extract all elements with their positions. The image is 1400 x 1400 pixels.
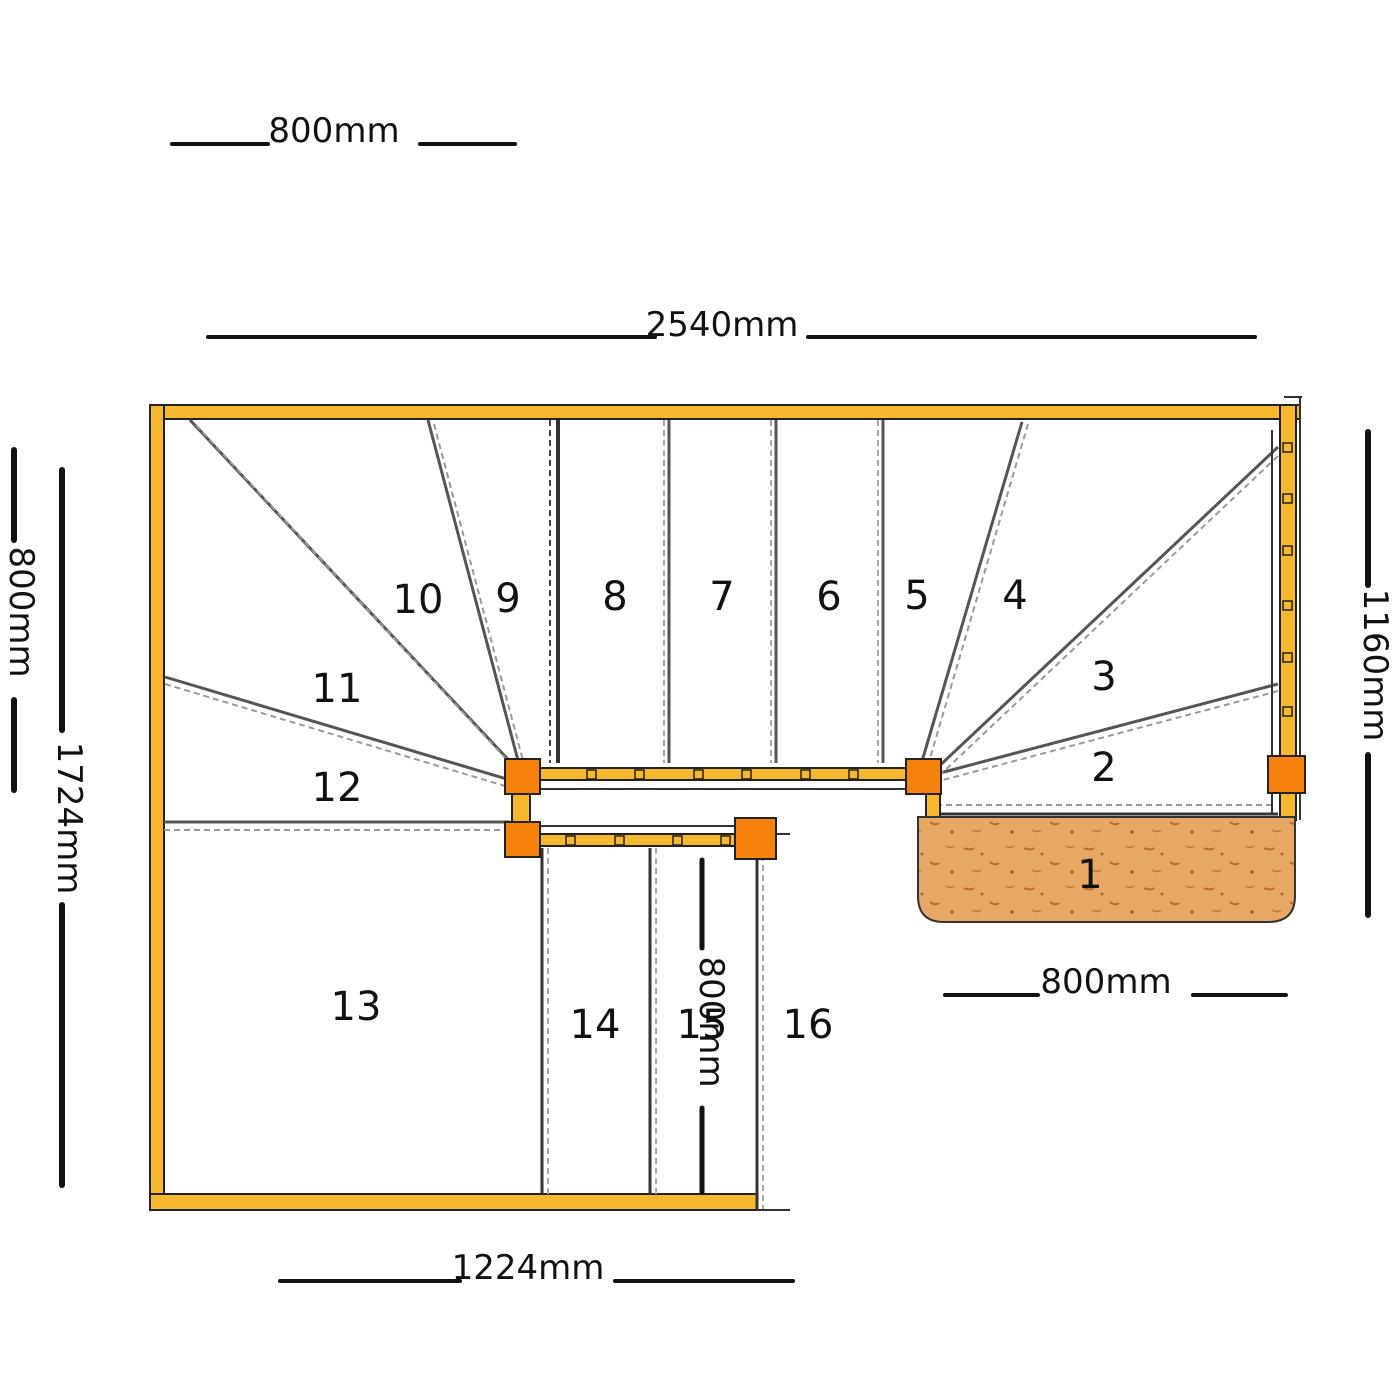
step-14: 14 [570,1002,621,1048]
dimension-inner-800-label: 800mm [691,956,731,1087]
step-4: 4 [1002,573,1027,619]
dimension-bottom-right-800-label: 800mm [1040,962,1171,1002]
newel-posts [504,755,1306,860]
dimension-total-width: 2540mm [206,305,1257,345]
step-10: 10 [393,577,444,623]
step-7: 7 [709,574,734,620]
newel-post-lower-end [734,817,777,860]
step-15: 15 [677,1002,728,1048]
straight-tread-lines-top [549,420,885,763]
winder-dash-lines-left [164,423,527,831]
step-5: 5 [904,573,929,619]
winder-tread-lines-right [918,421,1280,775]
step-1: 1 [1077,852,1102,898]
dimension-bottom-1224-label: 1224mm [452,1248,605,1288]
step-12: 12 [312,765,363,811]
dimension-bottom-right-800: 800mm [943,962,1288,1002]
step-9: 9 [495,576,520,622]
step-16: 16 [783,1002,834,1048]
right-rail-balusters [1282,442,1293,717]
step-6: 6 [816,574,841,620]
dimension-total-depth: 1724mm [49,467,89,1188]
central-rail-upper [539,767,908,790]
dimension-top-800: 800mm [170,111,517,151]
lower-tread-lines [540,848,790,1211]
step-2: 2 [1091,745,1116,791]
dimension-total-depth-label: 1724mm [49,742,89,895]
central-rail-connector [511,792,941,824]
step-11: 11 [312,666,363,712]
dimension-left-800: 800mm [1,447,41,793]
newel-post-center-right [905,758,942,795]
newel-post-right [1267,755,1306,794]
step-13: 13 [331,984,382,1030]
dimension-left-800-label: 800mm [1,546,41,677]
central-rail-lower [539,825,790,847]
dimension-bottom-1224: 1224mm [278,1248,795,1288]
right-landing-edges [930,396,1302,820]
winder-dash-lines-right [925,423,1279,806]
dimension-right-1160-label: 1160mm [1355,589,1395,742]
step-3: 3 [1091,654,1116,700]
step-numbers: 1 2 3 4 5 6 7 8 9 10 11 12 13 14 15 16 [312,573,1117,1048]
bottom-step-wood [917,816,1296,923]
newel-post-left-lower [504,821,541,858]
dimension-inner-800: 800mm [691,857,731,1195]
winder-tread-lines-left [164,418,522,824]
dimension-total-width-label: 2540mm [646,305,799,345]
newel-post-left-upper [504,758,541,795]
step-8: 8 [602,574,627,620]
dimension-top-800-label: 800mm [268,111,399,151]
dimension-right-1160: 1160mm [1355,429,1395,918]
